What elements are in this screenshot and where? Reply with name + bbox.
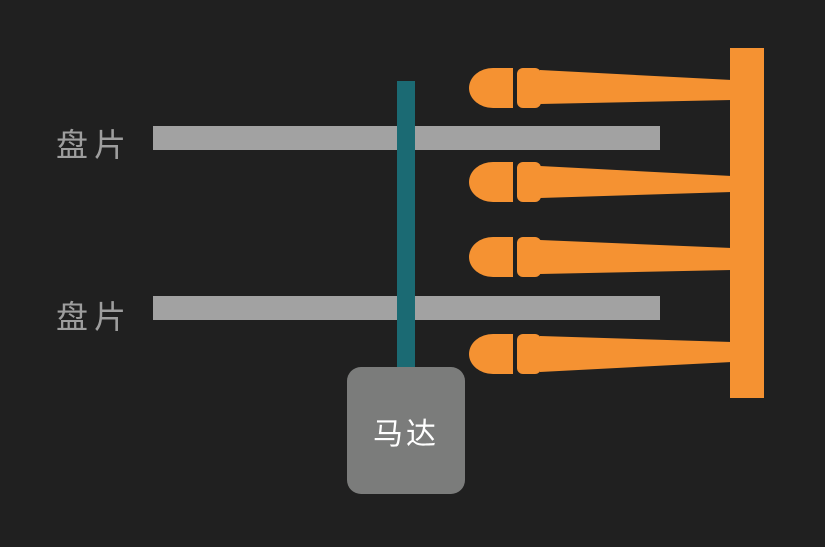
platter-label-bottom: 盘片 bbox=[56, 298, 133, 336]
head-arm-1 bbox=[469, 68, 732, 108]
motor-label: 马达 bbox=[373, 416, 439, 452]
actuator-pivot-bar bbox=[730, 48, 764, 398]
head-arm-3 bbox=[469, 237, 732, 277]
motor: 马达 bbox=[347, 367, 465, 494]
head-arm-2 bbox=[469, 162, 732, 202]
head-arm-4 bbox=[469, 334, 732, 374]
platter-label-top: 盘片 bbox=[56, 126, 133, 164]
spindle-shaft bbox=[397, 81, 415, 371]
